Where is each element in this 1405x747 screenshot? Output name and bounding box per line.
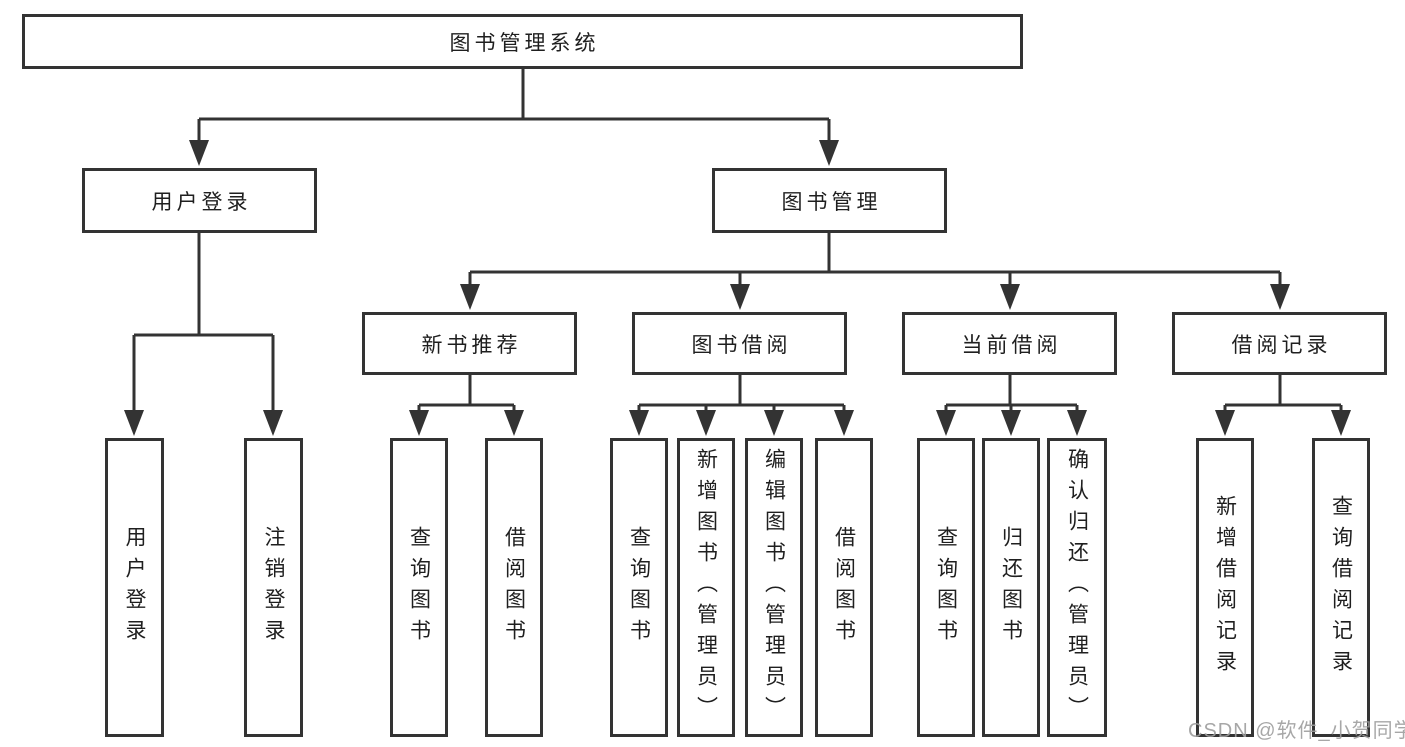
node-label: 新书推荐 [421,333,522,357]
node-label: 用户登录 [123,525,146,650]
arrowhead-icon [1000,284,1020,310]
connector-current-borrowing [944,375,1079,412]
node-label: 查询图书 [934,525,958,650]
arrowhead-icon [1331,410,1351,436]
node-book-management: 图书管理 [712,168,947,233]
arrowhead-icon [629,410,649,436]
node-new-book-recommend: 新书推荐 [362,312,577,375]
leaf-query-books-current: 查询图书 [917,438,975,737]
connector-book-management [468,233,1282,286]
node-current-borrowing: 当前借阅 [902,312,1117,375]
csdn-watermark: CSDN @软件_小贺同学 [1188,720,1405,742]
node-label: 借阅图书 [832,525,856,650]
node-label: 查询图书 [407,525,431,650]
arrowhead-icon [1215,410,1235,436]
leaf-confirm-return-admin: 确认归还（管理员） [1047,438,1107,737]
leaf-borrow-books-recommend: 借阅图书 [485,438,543,737]
node-label: 查询图书 [627,525,651,650]
arrowhead-icon [1067,410,1087,436]
node-label: 查询借阅记录 [1329,494,1353,681]
node-label: 当前借阅 [961,333,1062,357]
node-user-login: 用户登录 [82,168,317,233]
node-book-borrowing: 图书借阅 [632,312,847,375]
connector-book-borrowing [637,375,846,412]
arrowhead-icon [730,284,750,310]
arrowhead-icon [696,410,716,436]
node-label: 图书管理系统 [449,31,600,55]
arrowhead-icon [189,140,209,166]
node-label: 归还图书 [999,525,1023,650]
arrowhead-icon [936,410,956,436]
connector-root [197,69,831,142]
leaf-logout: 注销登录 [244,438,303,737]
leaf-query-books-borrowing: 查询图书 [610,438,668,737]
leaf-user-login: 用户登录 [105,438,164,737]
node-label: 新增图书（管理员） [694,448,718,727]
node-label: 确认归还（管理员） [1065,448,1089,727]
arrowhead-icon [834,410,854,436]
node-label: 图书管理 [781,190,882,214]
node-system-root: 图书管理系统 [22,14,1023,69]
leaf-borrow-books-borrowing: 借阅图书 [815,438,873,737]
node-label: 借阅记录 [1231,333,1332,357]
arrowhead-icon [124,410,144,436]
node-label: 借阅图书 [502,525,526,650]
node-label: 编辑图书（管理员） [762,448,786,727]
connector-new-book-recommend [417,375,516,412]
node-label: 注销登录 [262,525,285,650]
leaf-edit-book-admin: 编辑图书（管理员） [745,438,803,737]
leaf-return-books: 归还图书 [982,438,1040,737]
node-label: 图书借阅 [691,333,792,357]
connector-borrowing-records [1223,375,1343,412]
arrowhead-icon [460,284,480,310]
arrowhead-icon [1001,410,1021,436]
arrowhead-icon [409,410,429,436]
node-label: 新增借阅记录 [1213,494,1237,681]
arrowhead-icon [764,410,784,436]
leaf-add-book-admin: 新增图书（管理员） [677,438,735,737]
arrowhead-icon [504,410,524,436]
leaf-query-borrow-record: 查询借阅记录 [1312,438,1370,737]
leaf-query-books-recommend: 查询图书 [390,438,448,737]
arrowhead-icon [819,140,839,166]
connector-user-login [132,233,275,412]
node-label: 用户登录 [151,190,252,214]
arrowhead-icon [1270,284,1290,310]
arrowhead-icon [263,410,283,436]
node-borrowing-records: 借阅记录 [1172,312,1387,375]
leaf-add-borrow-record: 新增借阅记录 [1196,438,1254,737]
